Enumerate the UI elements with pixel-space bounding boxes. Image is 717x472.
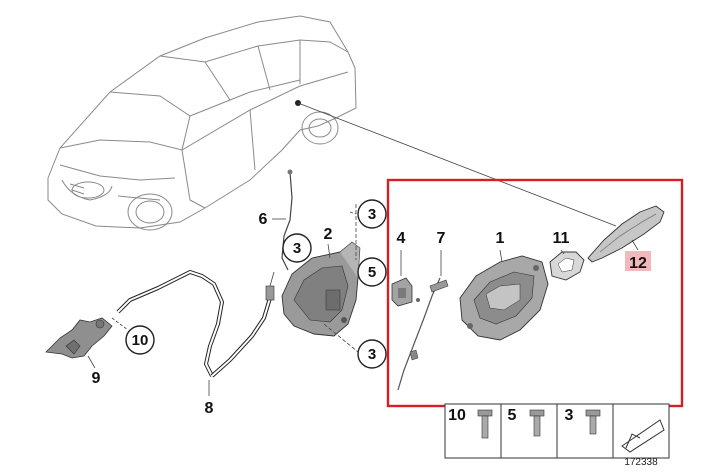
part-9-latch-bracket bbox=[45, 317, 113, 369]
callout-1: 1 bbox=[496, 230, 505, 247]
callout-12-highlight bbox=[625, 251, 651, 271]
screw-icon-3 bbox=[585, 409, 601, 435]
callout-3b-circle bbox=[357, 199, 387, 229]
callout-5-circle bbox=[357, 257, 387, 287]
callout-5: 5 bbox=[368, 264, 376, 281]
part-1-handle-carrier bbox=[459, 255, 549, 341]
part-11-gasket bbox=[549, 251, 585, 281]
callout-11: 11 bbox=[553, 230, 570, 247]
callout-12: 12 bbox=[629, 255, 647, 272]
callout-3c: 3 bbox=[368, 346, 376, 363]
diagram-id: 172338 bbox=[624, 457, 658, 468]
fastener-legend: 10 5 3 bbox=[444, 403, 670, 459]
part-7-cable bbox=[397, 277, 449, 391]
screw-icon-10 bbox=[477, 409, 493, 439]
callout-3b: 3 bbox=[368, 206, 376, 223]
callout-9: 9 bbox=[92, 370, 101, 387]
leader-car-to-handle bbox=[297, 102, 617, 227]
screw-icon-5 bbox=[529, 409, 545, 437]
callout-2: 2 bbox=[324, 226, 333, 243]
callout-10-circle bbox=[125, 325, 155, 355]
callout-7: 7 bbox=[437, 230, 446, 247]
part-6-rod bbox=[281, 169, 293, 271]
part-12-outer-handle bbox=[587, 205, 665, 263]
legend-label-10: 10 bbox=[448, 407, 466, 424]
legend-label-3: 3 bbox=[565, 407, 574, 424]
legend-label-5: 5 bbox=[508, 407, 517, 424]
part-4-bracket bbox=[391, 277, 413, 307]
callout-6: 6 bbox=[259, 211, 268, 228]
diagram-corner-icon bbox=[621, 419, 665, 453]
part-8-cable bbox=[116, 270, 275, 378]
callout-3c-circle bbox=[357, 339, 387, 369]
callout-4: 4 bbox=[397, 230, 406, 247]
callout-3a-circle bbox=[282, 233, 312, 263]
part-2-door-lock bbox=[281, 241, 361, 337]
callout-10: 10 bbox=[132, 332, 149, 349]
callout-8: 8 bbox=[205, 400, 214, 417]
car-outline bbox=[47, 15, 357, 231]
callout-3a: 3 bbox=[293, 240, 301, 257]
